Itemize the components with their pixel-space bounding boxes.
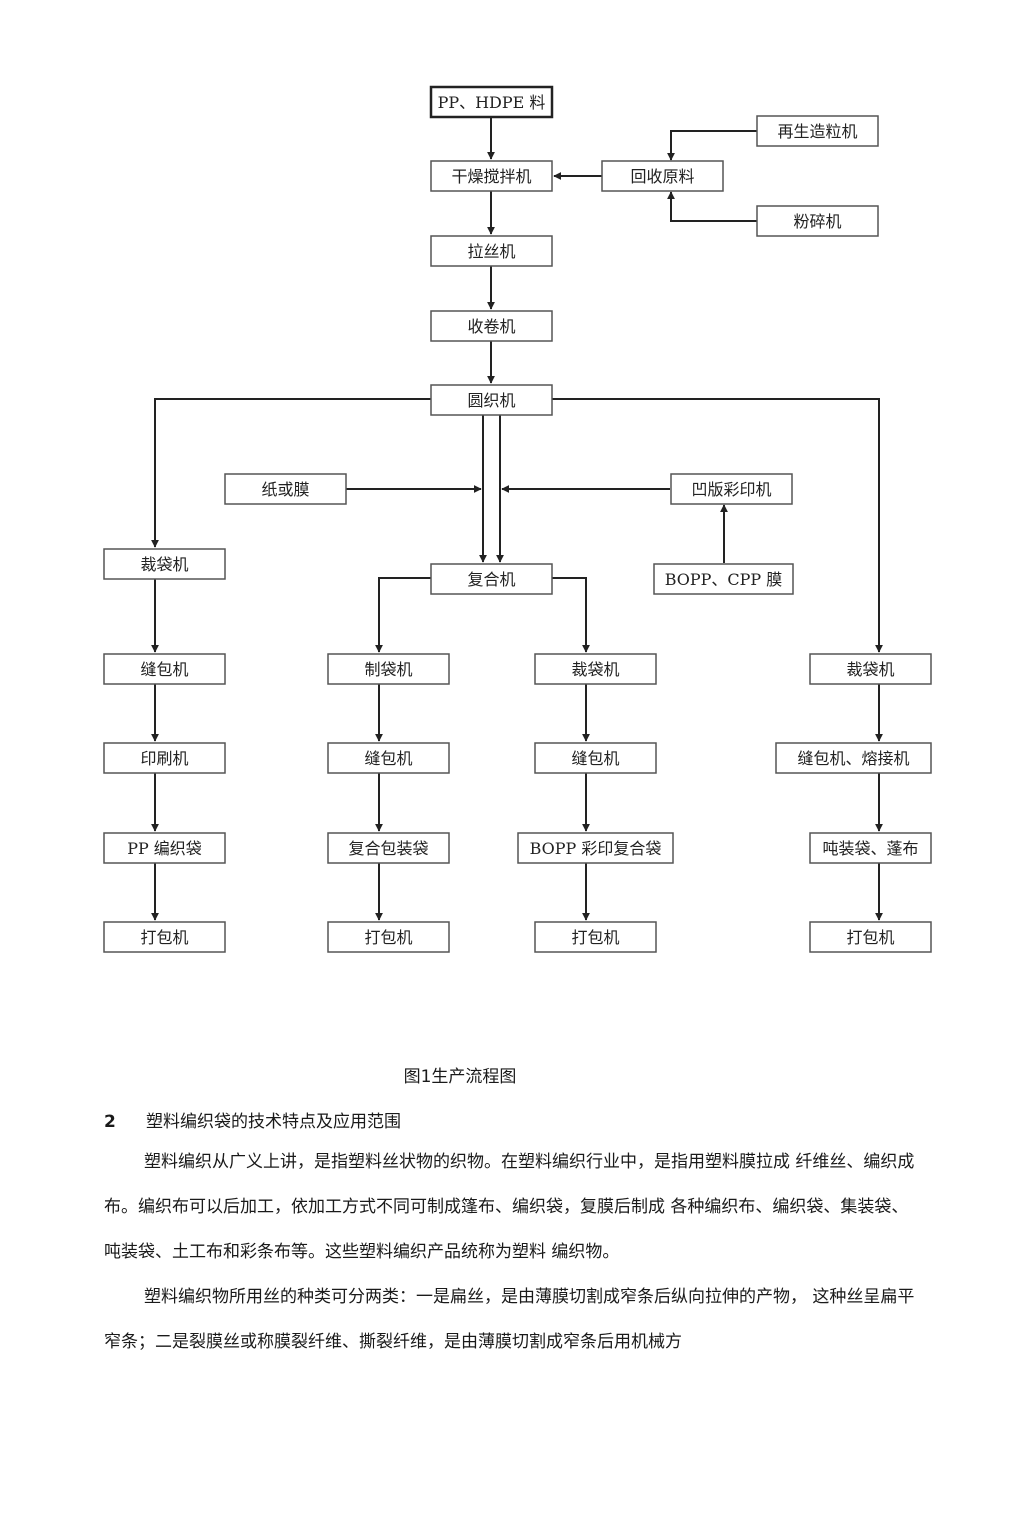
node-sewing-1: 缝包机 xyxy=(103,653,226,685)
node-baler-2: 打包机 xyxy=(327,921,450,953)
node-laminator-label: 复合机 xyxy=(467,570,515,589)
node-baler-4: 打包机 xyxy=(809,921,932,953)
node-circular-loom: 圆织机 xyxy=(430,384,553,416)
node-printer-label: 印刷机 xyxy=(140,749,188,768)
node-cutter-left-label: 裁袋机 xyxy=(140,555,188,574)
node-pp-woven-bag-label: PP 编织袋 xyxy=(127,839,202,858)
node-baler-2-label: 打包机 xyxy=(364,928,412,947)
node-dryer-mixer: 干燥搅拌机 xyxy=(430,160,553,192)
node-circular-loom-label: 圆织机 xyxy=(467,391,515,410)
node-drawing-machine: 拉丝机 xyxy=(430,235,553,267)
edge-pellet-to-recycled xyxy=(667,130,757,161)
node-baler-1: 打包机 xyxy=(103,921,226,953)
node-bopp-color-bag-label: BOPP 彩印复合袋 xyxy=(530,839,662,858)
node-sewing-2: 缝包机 xyxy=(327,742,450,774)
node-cutter-right: 裁袋机 xyxy=(809,653,932,685)
node-bag-maker: 制袋机 xyxy=(327,653,450,685)
node-dryer-mixer-label: 干燥搅拌机 xyxy=(451,167,531,186)
node-winder-label: 收卷机 xyxy=(467,317,515,336)
node-sewing-1-label: 缝包机 xyxy=(140,660,188,679)
node-pp-hdpe-label: PP、HDPE 料 xyxy=(438,93,546,112)
node-bag-maker-label: 制袋机 xyxy=(364,660,412,679)
node-laminator: 复合机 xyxy=(430,563,553,595)
node-cutter-left: 裁袋机 xyxy=(103,548,226,580)
paragraph-2: 塑料编织物所用丝的种类可分两类：一是扁丝，是由薄膜切割成窄条后纵向拉伸的产物， … xyxy=(104,1287,915,1352)
node-paper-or-film: 纸或膜 xyxy=(224,473,347,505)
figure-caption: 图1生产流程图 xyxy=(403,1067,517,1087)
node-winder: 收卷机 xyxy=(430,310,553,342)
node-composite-bag: 复合包装袋 xyxy=(327,832,450,864)
paragraph-1: 塑料编织从广义上讲，是指塑料丝状物的织物。在塑料编织行业中，是指用塑料膜拉成 纤… xyxy=(104,1152,915,1262)
edge-laminator-to-cutter-mid xyxy=(552,577,590,653)
node-sewing-2-label: 缝包机 xyxy=(364,749,412,768)
node-baler-3: 打包机 xyxy=(534,921,657,953)
edge-laminator-to-bagmaker xyxy=(375,577,431,653)
node-sewing-welding-label: 缝包机、熔接机 xyxy=(797,749,909,768)
node-printer: 印刷机 xyxy=(103,742,226,774)
node-recycle-pellet-label: 再生造粒机 xyxy=(777,122,857,141)
edge-crusher-to-recycled xyxy=(667,191,757,222)
edge-loom-to-cutter-right xyxy=(552,398,883,653)
flowchart-edges xyxy=(151,117,883,921)
flowchart-nodes: PP、HDPE 料 再生造粒机 干燥搅拌机 回收原料 粉碎机 拉丝机 收卷机 xyxy=(103,85,932,953)
node-recycled-material: 回收原料 xyxy=(601,160,724,192)
node-baler-4-label: 打包机 xyxy=(846,928,894,947)
node-baler-3-label: 打包机 xyxy=(571,928,619,947)
node-cutter-mid-label: 裁袋机 xyxy=(571,660,619,679)
node-ton-bag-tarp: 吨装袋、蓬布 xyxy=(809,832,932,864)
node-pp-hdpe: PP、HDPE 料 xyxy=(429,85,554,119)
node-cutter-right-label: 裁袋机 xyxy=(846,660,894,679)
section-title: 塑料编织袋的技术特点及应用范围 xyxy=(146,1112,401,1132)
section-heading: 2 塑料编织袋的技术特点及应用范围 xyxy=(104,1107,401,1132)
node-crusher-label: 粉碎机 xyxy=(793,212,841,231)
edge-loom-to-cutter-left xyxy=(151,398,431,548)
node-bopp-cpp-film-label: BOPP、CPP 膜 xyxy=(665,570,783,589)
node-bopp-cpp-film: BOPP、CPP 膜 xyxy=(653,563,794,595)
node-composite-bag-label: 复合包装袋 xyxy=(348,839,428,858)
node-drawing-machine-label: 拉丝机 xyxy=(467,242,515,261)
node-gravure-printer: 凹版彩印机 xyxy=(670,473,793,505)
production-flowchart: PP、HDPE 料 再生造粒机 干燥搅拌机 回收原料 粉碎机 拉丝机 收卷机 xyxy=(103,85,932,953)
node-sewing-3-label: 缝包机 xyxy=(571,749,619,768)
node-ton-bag-tarp-label: 吨装袋、蓬布 xyxy=(822,839,918,858)
node-cutter-mid: 裁袋机 xyxy=(534,653,657,685)
node-bopp-color-bag: BOPP 彩印复合袋 xyxy=(517,832,674,864)
node-sewing-welding: 缝包机、熔接机 xyxy=(775,742,932,774)
node-recycle-pellet: 再生造粒机 xyxy=(756,115,879,147)
node-sewing-3: 缝包机 xyxy=(534,742,657,774)
node-baler-1-label: 打包机 xyxy=(140,928,188,947)
section-number: 2 xyxy=(104,1112,116,1132)
node-crusher: 粉碎机 xyxy=(756,205,879,237)
node-recycled-material-label: 回收原料 xyxy=(630,167,694,186)
node-paper-or-film-label: 纸或膜 xyxy=(261,480,309,499)
node-pp-woven-bag: PP 编织袋 xyxy=(103,832,226,864)
node-gravure-printer-label: 凹版彩印机 xyxy=(691,480,771,499)
